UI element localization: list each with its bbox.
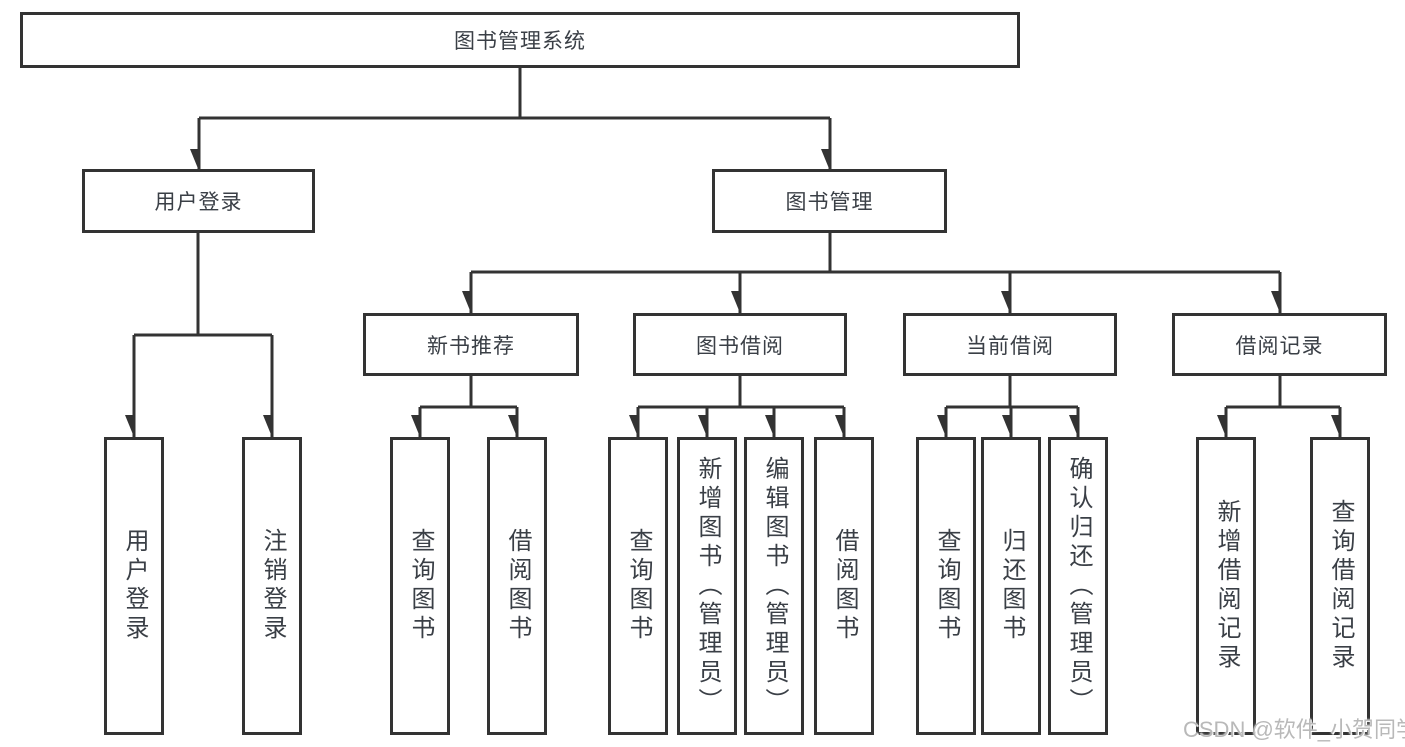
leaf-borrow-query-books-label: 查询图书 (625, 528, 652, 644)
node-book-management-branch: 图书管理 (712, 169, 947, 233)
leaf-records-query-record: 查询借阅记录 (1310, 437, 1370, 735)
node-root-label: 图书管理系统 (454, 30, 586, 53)
node-borrow-records: 借阅记录 (1172, 313, 1387, 376)
node-book-borrow: 图书借阅 (633, 313, 847, 376)
node-borrow-records-label: 借阅记录 (1235, 334, 1324, 358)
node-current-borrow: 当前借阅 (903, 313, 1117, 376)
leaf-current-confirm-return-admin: 确认归还（管理员） (1048, 437, 1108, 735)
leaf-user-login-label: 用户登录 (121, 528, 148, 644)
node-current-borrow-label: 当前借阅 (966, 334, 1054, 358)
node-new-book-recommend: 新书推荐 (363, 313, 579, 376)
leaf-borrow-query-books: 查询图书 (608, 437, 668, 735)
leaf-records-query-record-label: 查询借阅记录 (1327, 499, 1354, 673)
leaf-records-add-record-label: 新增借阅记录 (1213, 499, 1240, 673)
leaf-newbook-borrow-books-label: 借阅图书 (504, 528, 531, 644)
leaf-records-add-record: 新增借阅记录 (1196, 437, 1256, 735)
leaf-current-query-books: 查询图书 (916, 437, 976, 735)
node-user-login-branch-label: 用户登录 (154, 191, 243, 214)
csdn-watermark: CSDN @软件_小贺同学 (1183, 717, 1405, 742)
leaf-current-query-books-label: 查询图书 (933, 528, 960, 644)
leaf-borrow-borrow-books-label: 借阅图书 (831, 528, 858, 644)
leaf-borrow-edit-books-admin-label: 编辑图书（管理员） (761, 455, 788, 717)
leaf-borrow-borrow-books: 借阅图书 (814, 437, 874, 735)
node-book-borrow-label: 图书借阅 (696, 334, 784, 358)
leaf-current-return-books-label: 归还图书 (998, 528, 1025, 644)
leaf-current-confirm-return-admin-label: 确认归还（管理员） (1065, 455, 1092, 717)
leaf-newbook-query-books: 查询图书 (390, 437, 450, 735)
leaf-newbook-query-books-label: 查询图书 (407, 528, 434, 644)
leaf-logout: 注销登录 (242, 437, 302, 735)
leaf-borrow-add-books-admin: 新增图书（管理员） (677, 437, 737, 735)
node-book-management-label: 图书管理 (785, 191, 874, 214)
leaf-newbook-borrow-books: 借阅图书 (487, 437, 547, 735)
leaf-user-login: 用户登录 (104, 437, 164, 735)
node-root-system: 图书管理系统 (20, 12, 1020, 68)
leaf-current-return-books: 归还图书 (981, 437, 1041, 735)
leaf-borrow-add-books-admin-label: 新增图书（管理员） (694, 455, 721, 717)
leaf-borrow-edit-books-admin: 编辑图书（管理员） (744, 437, 804, 735)
node-new-book-recommend-label: 新书推荐 (427, 334, 515, 358)
node-user-login-branch: 用户登录 (82, 169, 315, 233)
leaf-logout-label: 注销登录 (259, 528, 286, 644)
